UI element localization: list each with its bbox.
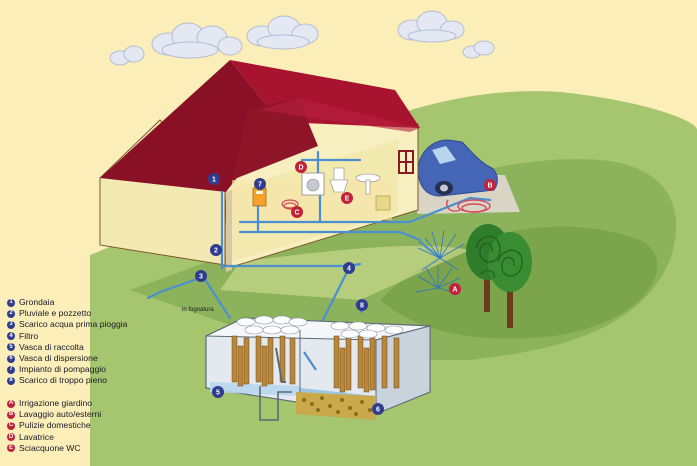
sink-icon	[355, 173, 381, 195]
tree-icon	[466, 224, 532, 328]
marker-8: 8	[356, 299, 368, 311]
cloud-icon	[462, 40, 495, 59]
legend-badge: 3	[7, 320, 15, 329]
legend-item: 7 Impianto di pompaggio	[7, 364, 127, 375]
legend-badge: 1	[7, 298, 15, 307]
pump-icon	[252, 187, 267, 207]
marker-B: B	[484, 179, 496, 191]
svg-text:7: 7	[258, 182, 262, 189]
svg-text:4: 4	[347, 266, 351, 273]
legend-label: Lavaggio auto/esterni	[19, 409, 102, 420]
hose-icon	[281, 199, 299, 210]
gravel-bed	[296, 392, 376, 420]
legend-badge: 8	[7, 376, 15, 385]
legend-badge: D	[7, 433, 15, 442]
svg-text:5: 5	[216, 390, 220, 397]
legend-label: Impianto di pompaggio	[19, 364, 106, 375]
legend-label: Pulizie domestiche	[19, 420, 91, 431]
house	[99, 60, 420, 272]
car-icon	[417, 139, 498, 197]
legend-uses: A Irrigazione giardino B Lavaggio auto/est…	[7, 398, 101, 454]
legend-badge: C	[7, 421, 15, 430]
sprinkler-icon	[417, 229, 465, 271]
marker-1: 1	[208, 173, 220, 185]
svg-text:2: 2	[214, 248, 218, 255]
legend-item: 6 Vasca di dispersione	[7, 353, 127, 364]
svg-text:6: 6	[376, 407, 380, 414]
legend-item: 2 Pluviale e pozzetto	[7, 308, 127, 319]
toilet-icon	[329, 167, 349, 193]
sprinkler-icon	[415, 266, 461, 295]
marker-5: 5	[212, 386, 224, 398]
legend-label: Lavatrice	[19, 431, 54, 442]
legend-item: C Pulizie domestiche	[7, 420, 101, 431]
marker-D: D	[295, 161, 307, 173]
legend-badge: A	[7, 399, 15, 408]
marker-6: 6	[372, 403, 384, 415]
legend-item: D Lavatrice	[7, 432, 101, 443]
legend-label: Sciacquone WC	[19, 442, 81, 453]
marker-E: E	[341, 192, 353, 204]
marker-4: 4	[343, 262, 355, 274]
marker-A: A	[449, 283, 461, 295]
legend-item: 4 Filtro	[7, 331, 127, 342]
legend-badge: 6	[7, 354, 15, 363]
legend-label: Grondaia	[19, 297, 55, 307]
legend-badge: 5	[7, 343, 15, 352]
legend-item: 5 Vasca di raccolta	[7, 342, 127, 353]
overflow-pipe	[259, 386, 292, 421]
svg-text:D: D	[298, 165, 303, 172]
cloud-icon	[246, 15, 319, 50]
legend-label: Vasca di raccolta	[19, 341, 84, 352]
marker-7: 7	[254, 178, 266, 190]
legend-label: Scarico di troppo pieno	[19, 375, 107, 386]
in-fognatura-label: in fognatura	[182, 307, 214, 313]
legend-item: E Sciacquone WC	[7, 443, 101, 454]
legend-badge: E	[7, 444, 15, 453]
cloud-icon	[397, 10, 465, 43]
legend-item: A Irrigazione giardino	[7, 398, 101, 409]
washing-machine-icon	[301, 172, 325, 196]
cloud-icon	[109, 45, 145, 66]
legend-item: B Lavaggio auto/esterni	[7, 409, 101, 420]
cloud-icon	[151, 22, 243, 59]
legend-badge: B	[7, 410, 15, 419]
svg-text:A: A	[452, 287, 457, 294]
legend-badge: 4	[7, 332, 15, 341]
legend-badge: 2	[7, 309, 15, 318]
svg-text:E: E	[345, 196, 350, 203]
legend-label: Scarico acqua prima pioggia	[19, 319, 128, 330]
legend-label: Vasca di dispersione	[19, 352, 98, 363]
marker-C: C	[291, 206, 303, 218]
legend-label: Pluviale e pozzetto	[19, 308, 92, 319]
marker-2: 2	[210, 244, 222, 256]
legend-item: 8 Scarico di troppo pieno	[7, 375, 127, 386]
legend-label: Irrigazione giardino	[19, 398, 93, 408]
legend-label: Filtro	[19, 330, 39, 341]
svg-text:8: 8	[360, 303, 364, 310]
legend-item: 1 Grondaia	[7, 297, 127, 308]
window	[398, 150, 414, 174]
svg-text:B: B	[487, 183, 492, 190]
legend-item: 3 Scarico acqua prima pioggia	[7, 319, 127, 330]
marker-3: 3	[195, 270, 207, 282]
svg-text:3: 3	[199, 274, 203, 281]
svg-text:1: 1	[212, 177, 216, 184]
legend-badge: 7	[7, 365, 15, 374]
hose-icon	[446, 199, 491, 213]
svg-text:C: C	[294, 210, 299, 217]
